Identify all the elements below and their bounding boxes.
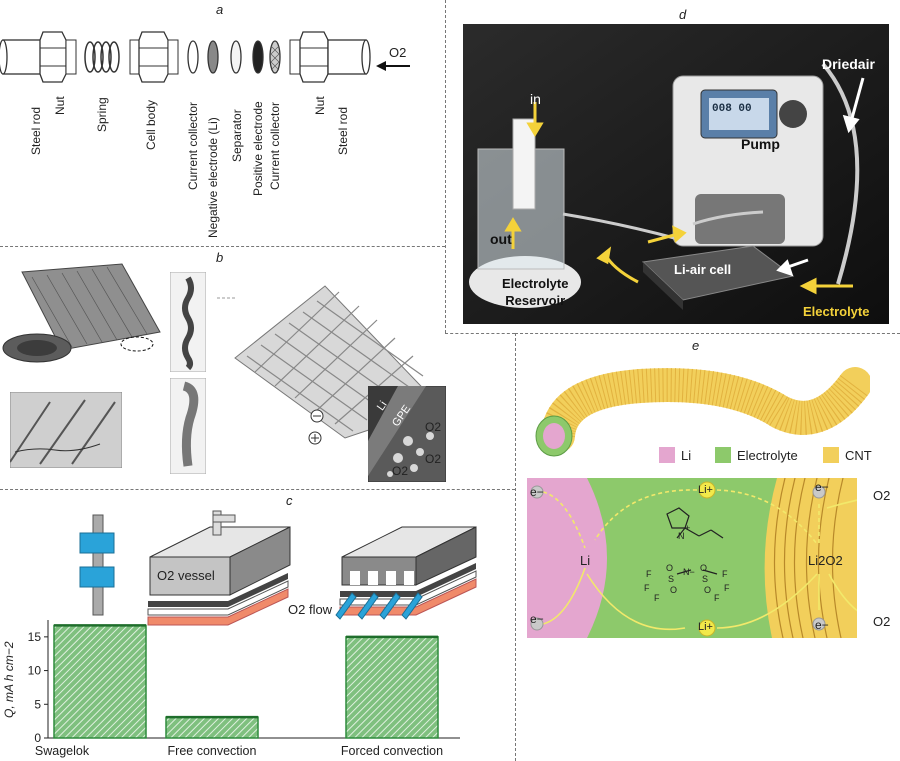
electron-label-bl: e− (530, 612, 544, 626)
divider-d-top (445, 333, 515, 334)
x-tick-label: Forced convection (341, 744, 443, 758)
legend-swatch-cnt (823, 447, 839, 463)
fiber-image-top (170, 272, 206, 372)
panel-label-c: c (286, 493, 293, 508)
fiber-image-bottom (170, 378, 206, 474)
o2-label-top: O2 (873, 488, 891, 503)
o2-flow-label: O2 flow (288, 602, 333, 617)
molecule-atoms: N + N− S S O O O O F F F F F F (640, 515, 730, 615)
flow-cell-photo (463, 24, 889, 324)
label-current-collector-1: Current collector (186, 101, 200, 190)
o2-label-3: O2 (392, 464, 409, 478)
divider-c-e (515, 333, 516, 761)
bar-free-convection (165, 716, 259, 739)
label-out: out (490, 231, 512, 247)
legend-swatch-electrolyte (715, 447, 731, 463)
y-tick-label: 10 (28, 664, 42, 678)
y-tick-label: 15 (28, 630, 42, 644)
o2-label-1: O2 (425, 420, 442, 434)
atom-f-6: F (714, 593, 720, 603)
panel-label-a: a (216, 2, 224, 17)
atom-f-2: F (644, 583, 650, 593)
legend-label-li: Li (681, 448, 692, 463)
swagelok-exploded-diagram (0, 31, 410, 83)
o2-label-bottom: O2 (873, 614, 891, 629)
li-ion-label-bottom: Li+ (698, 621, 713, 633)
cell-configurations-illustration (79, 510, 477, 626)
divider-d-e (515, 333, 900, 334)
label-reservoir: Electrolyte Reservoir (502, 275, 568, 309)
label-current-collector-2: Current collector (268, 101, 282, 190)
label-spring: Spring (95, 97, 109, 132)
atom-f-4: F (722, 569, 728, 579)
atom-f-5: F (724, 583, 730, 593)
y-tick-label: 5 (34, 697, 41, 711)
o2-label-2: O2 (425, 452, 442, 466)
label-positive-electrode: Positive electrode (251, 101, 265, 196)
atom-s-2: S (702, 574, 709, 584)
bar-forced-convection (345, 636, 439, 739)
label-pump: Pump (741, 136, 780, 152)
electron-label-tr: e− (815, 480, 829, 494)
label-steel-rod-left: Steel rod (29, 106, 43, 155)
label-cell-body: Cell body (144, 99, 158, 150)
x-tick-label: Swagelok (35, 744, 90, 758)
label-reservoir-line2: Reservoir (505, 293, 566, 308)
pump-display-readout: 008 00 (712, 103, 752, 115)
label-li-air-cell: Li-air cell (674, 262, 732, 277)
reaction-mechanism-diagram (527, 478, 857, 638)
divider-a-b (0, 246, 445, 247)
legend-swatch-li (659, 447, 675, 463)
o2-inlet-label: O2 (389, 45, 407, 60)
atom-o-4: O (704, 585, 712, 595)
bar-swagelok (53, 624, 147, 739)
panel-label-e: e (692, 338, 700, 353)
atom-n-minus: N− (683, 567, 695, 577)
label-steel-rod-right: Steel rod (336, 106, 350, 155)
atom-plus-sign: + (685, 523, 691, 533)
label-reservoir-line1: Electrolyte (502, 276, 569, 291)
label-nut-left: Nut (53, 96, 67, 115)
legend-label-electrolyte: Electrolyte (737, 448, 798, 463)
li2o2-label: Li2O2 (808, 553, 843, 568)
label-nut-right: Nut (313, 96, 327, 115)
li-ion-label-top: Li+ (698, 484, 713, 496)
panel-label-d: d (679, 7, 687, 22)
atom-f-1: F (646, 569, 652, 579)
label-dried-air: Driedair (822, 56, 875, 72)
divider-ab-d (445, 0, 446, 333)
o2-vessel-label: O2 vessel (157, 568, 215, 583)
atom-n-plus: N (678, 531, 685, 541)
atom-o-2: O (670, 585, 678, 595)
label-negative-electrode: Negative electrode (Li) (206, 117, 220, 238)
electron-label-br: e− (815, 618, 829, 632)
atom-s-1: S (668, 574, 675, 584)
panel-label-b: b (216, 250, 224, 265)
atom-o-1: O (666, 563, 674, 573)
gpe-inset-image (368, 386, 446, 482)
atom-o-3: O (700, 563, 708, 573)
y-tick-label: 0 (34, 731, 41, 745)
legend-label-cnt: CNT (845, 448, 872, 463)
x-tick-label: Free convection (168, 744, 257, 758)
cnt-fiber-illustration (535, 367, 870, 457)
atom-f-3: F (654, 593, 660, 603)
rolled-battery-image (2, 263, 161, 363)
label-electrolyte-flow: Electrolyte (803, 304, 870, 319)
zoom-inset-image (10, 392, 122, 468)
label-in: in (530, 91, 541, 107)
y-axis-label: Q, mA h cm−2 (2, 641, 16, 718)
divider-b-c (0, 489, 515, 490)
li-metal-label: Li (580, 553, 591, 568)
electron-label-tl: e− (530, 485, 544, 499)
label-separator: Separator (230, 109, 244, 162)
